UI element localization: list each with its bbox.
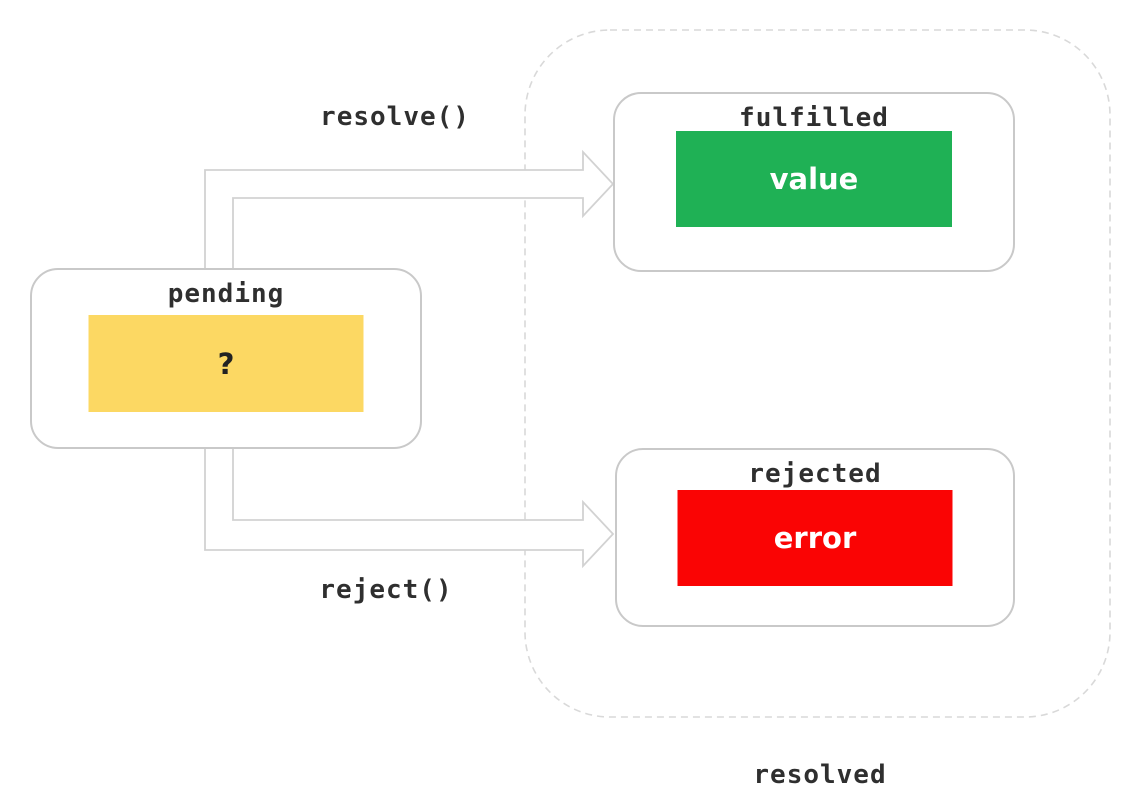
resolved-group-label: resolved: [753, 760, 887, 790]
pending-value-rect: ?: [88, 315, 364, 412]
fulfilled-value-text: value: [769, 162, 859, 196]
rejected-value-rect: error: [677, 490, 953, 586]
pending-value-text: ?: [217, 346, 235, 381]
fulfilled-state-label: fulfilled: [739, 103, 889, 133]
pending-state-label: pending: [167, 279, 285, 309]
fulfilled-value-rect: value: [676, 131, 952, 227]
resolve-transition-label: resolve(): [320, 102, 470, 132]
rejected-state-box: rejected error: [615, 448, 1015, 627]
rejected-value-text: error: [773, 521, 857, 555]
pending-state-box: pending ?: [30, 268, 422, 449]
resolved-group-boundary: [524, 29, 1111, 718]
reject-arrow: [204, 446, 615, 569]
rejected-state-label: rejected: [748, 459, 882, 489]
resolve-arrow: [204, 149, 615, 270]
reject-transition-label: reject(): [319, 575, 453, 605]
fulfilled-state-box: fulfilled value: [613, 92, 1015, 272]
